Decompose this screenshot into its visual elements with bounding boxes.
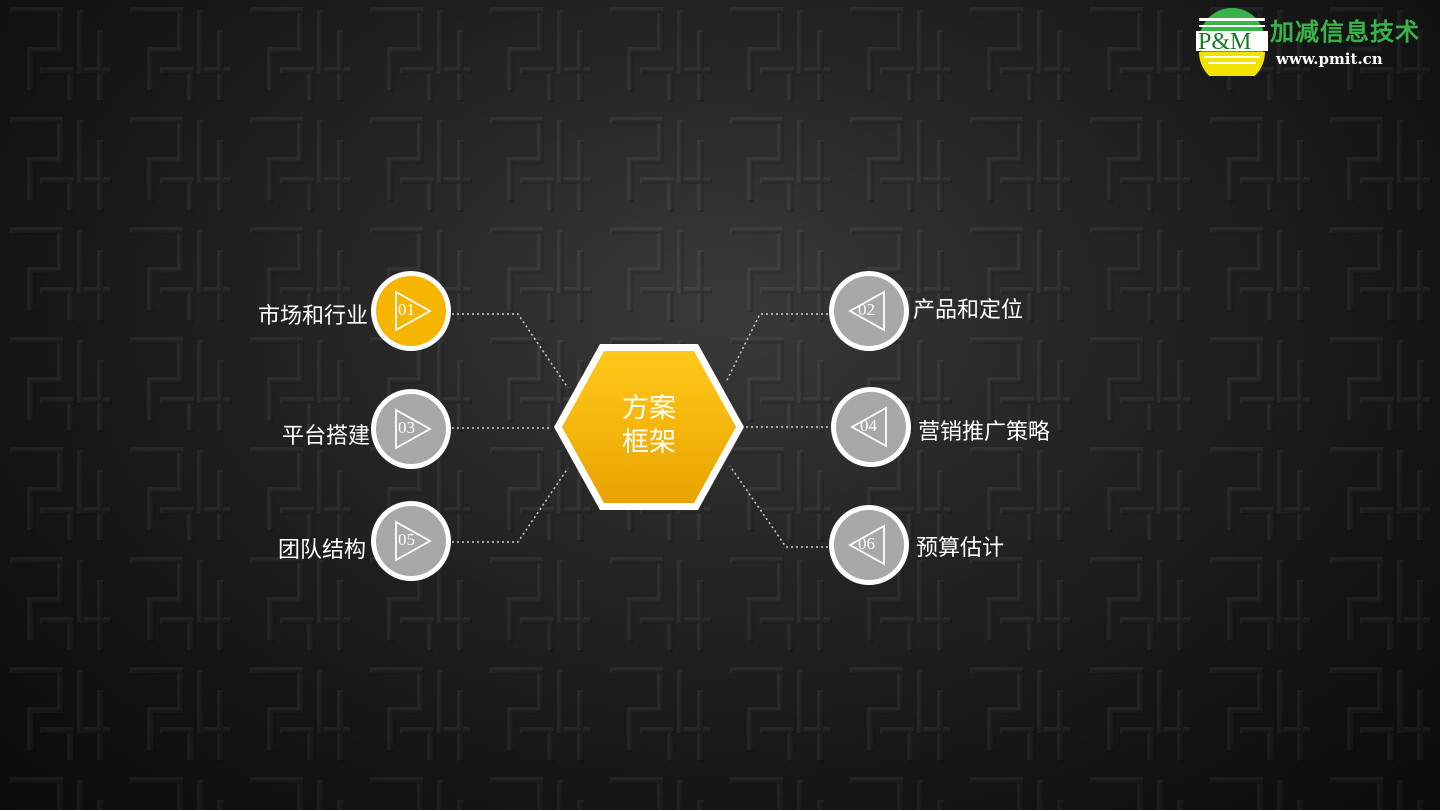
logo-company-name: 加减信息技术	[1270, 18, 1420, 46]
item-label-05: 团队结构	[277, 538, 366, 563]
item-label-03: 平台搭建	[281, 424, 370, 449]
item-label-06: 预算估计	[916, 536, 1005, 561]
center-hexagon: 方案 框架	[552, 342, 746, 512]
center-title-line1: 方案	[622, 393, 676, 424]
item-number: 05	[398, 530, 415, 549]
item-node-02[interactable]: 02	[828, 270, 910, 352]
item-node-05[interactable]: 05	[370, 500, 452, 582]
item-label-01: 市场和行业	[257, 304, 368, 329]
connector-06	[729, 465, 828, 548]
item-number: 04	[860, 416, 877, 435]
item-number: 01	[398, 300, 415, 319]
item-node-06[interactable]: 06	[828, 504, 910, 586]
item-node-03[interactable]: 03	[370, 388, 452, 470]
item-label-04: 营销推广策略	[918, 420, 1051, 445]
logo-url: www.pmit.cn	[1276, 50, 1383, 68]
logo-mark-icon: P&M	[1196, 6, 1268, 85]
item-node-04[interactable]: 04	[830, 386, 912, 468]
item-number: 02	[858, 300, 875, 319]
item-node-01[interactable]: 01	[370, 270, 452, 352]
logo-mark-text: P&M	[1198, 29, 1252, 55]
center-title-line2: 框架	[622, 427, 676, 458]
item-number: 03	[398, 418, 415, 437]
connector-01	[452, 313, 569, 389]
connector-05	[452, 467, 569, 543]
brand-logo: P&M 加减信息技术 www.pmit.cn	[1196, 6, 1432, 85]
item-number: 06	[858, 534, 875, 553]
item-label-02: 产品和定位	[913, 298, 1024, 323]
